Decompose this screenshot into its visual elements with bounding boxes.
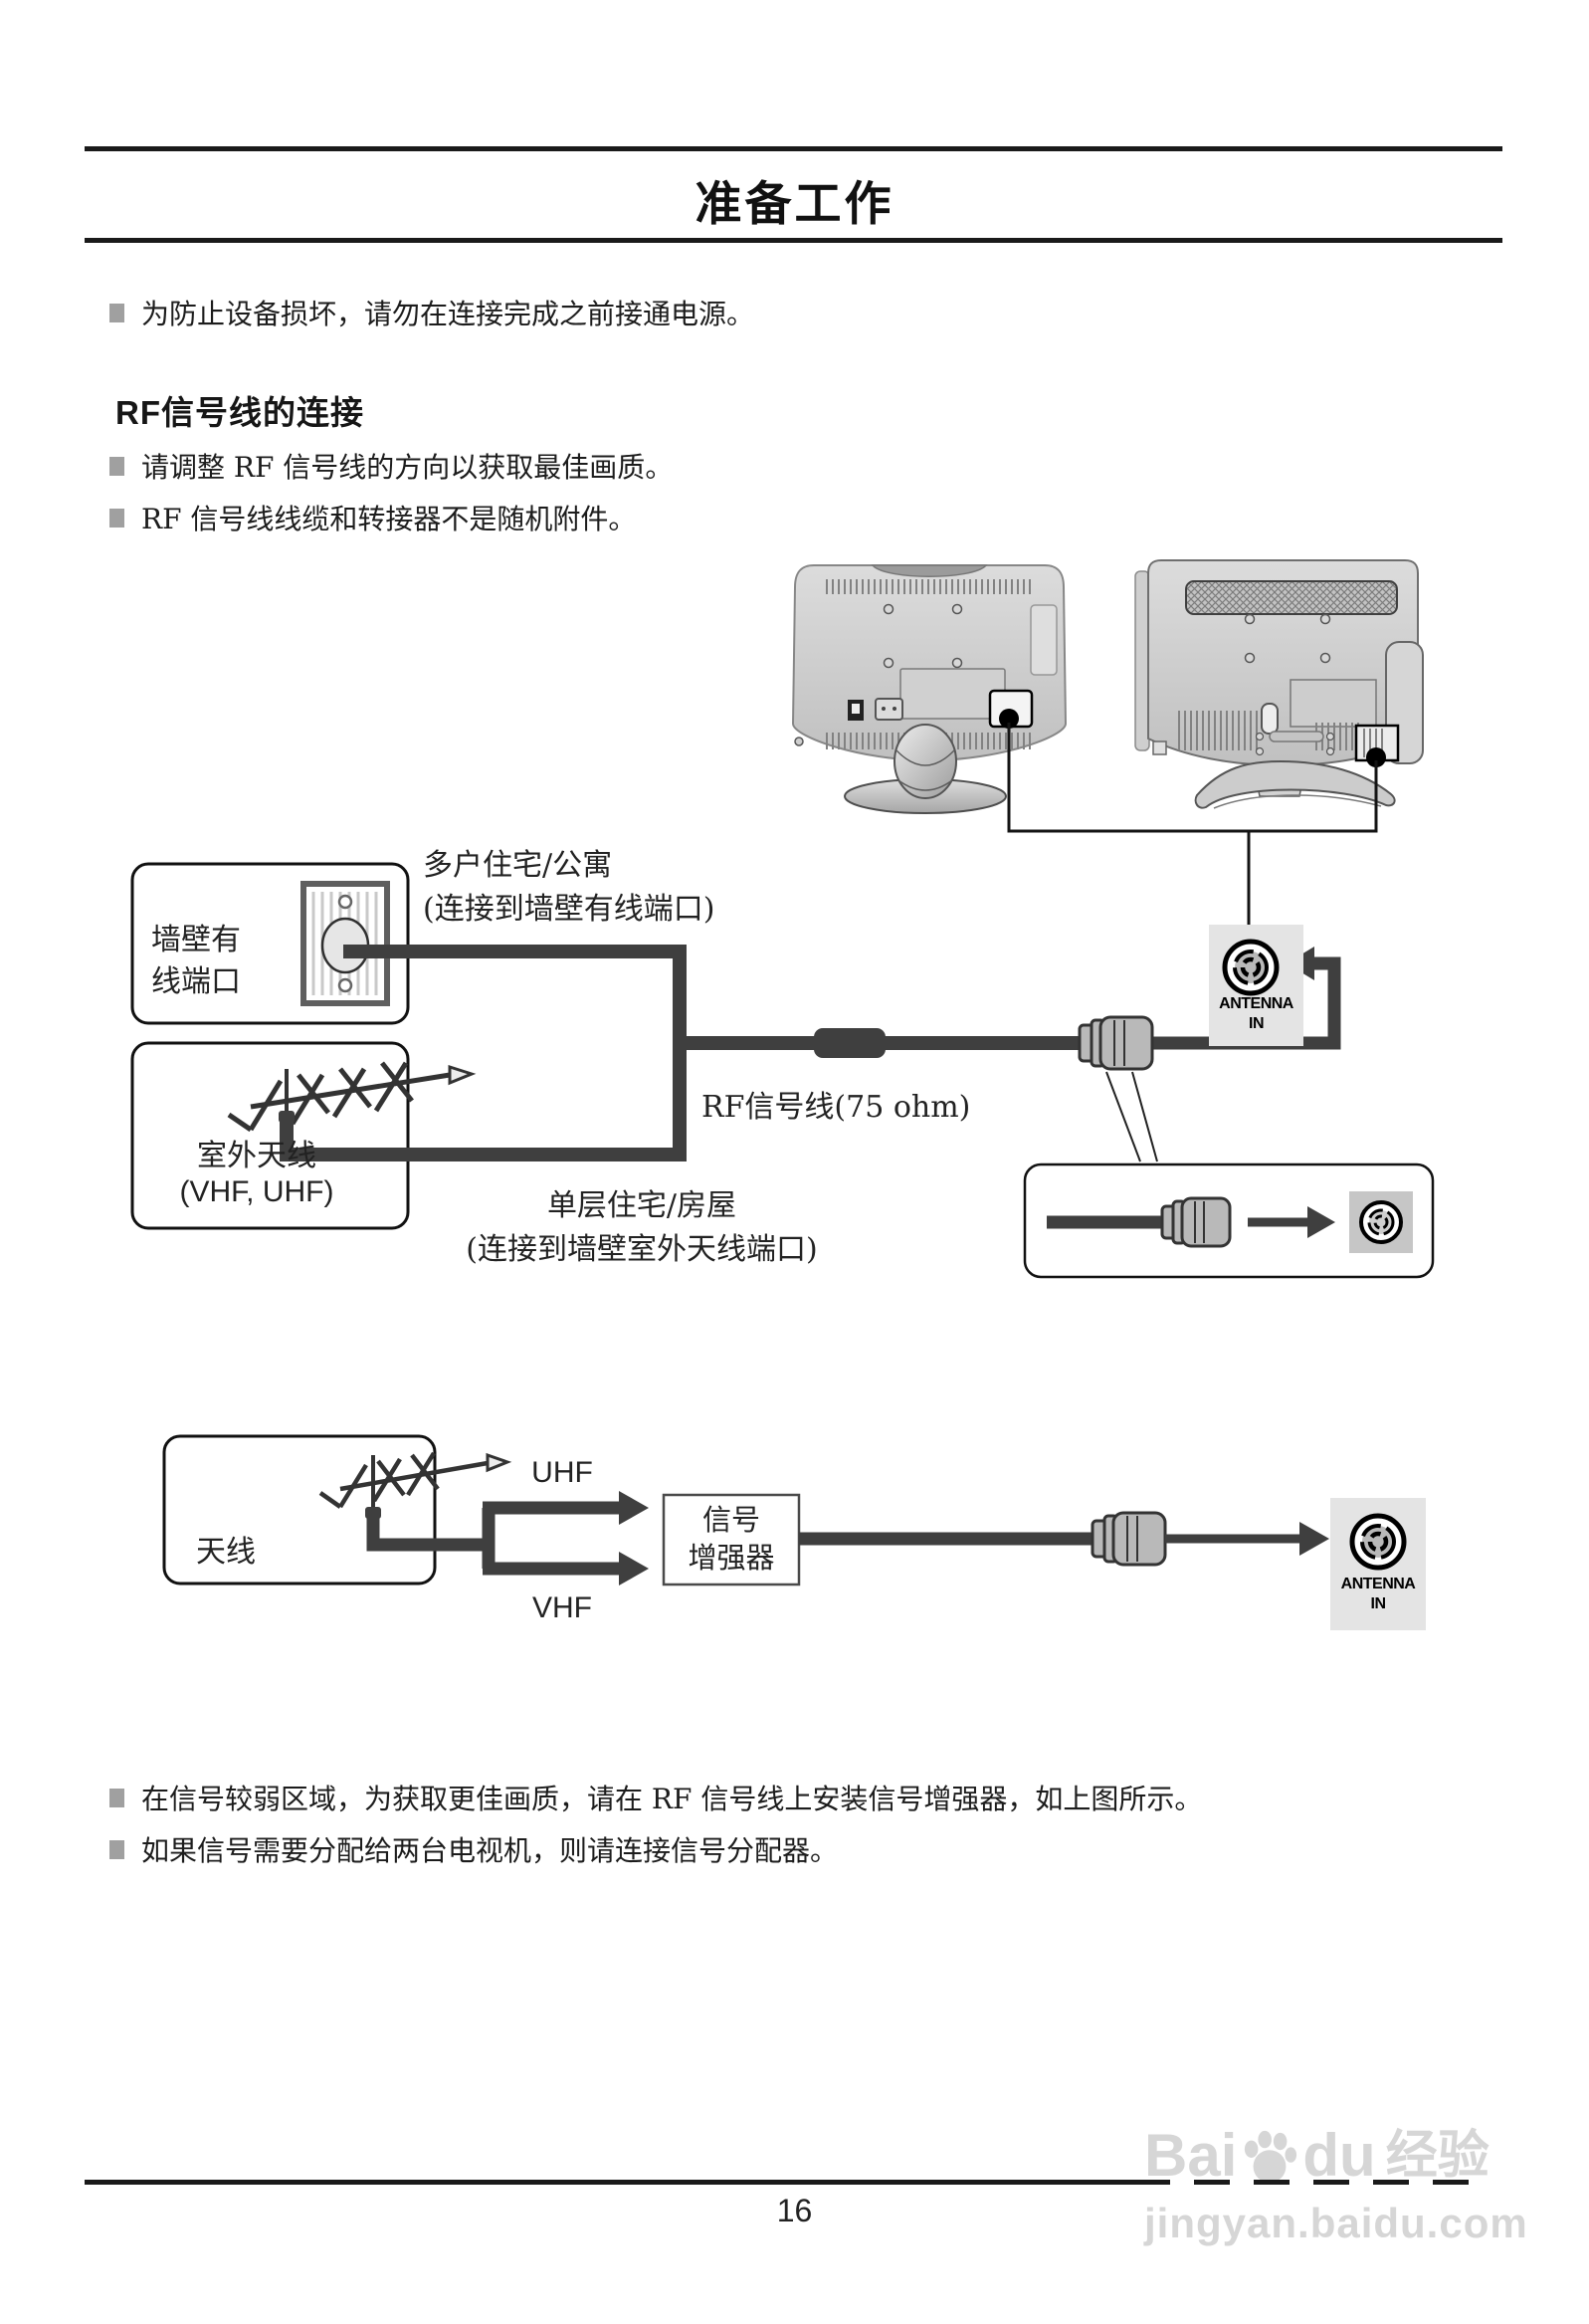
rf-plug-connector-2 bbox=[1091, 1511, 1167, 1567]
watermark-brand-suffix: du bbox=[1302, 2122, 1376, 2189]
coax-socket-icon bbox=[1349, 1513, 1407, 1571]
antenna-box-2 bbox=[162, 1434, 512, 1585]
wall-port-box bbox=[130, 862, 410, 1025]
rf-plug-connector-callout bbox=[1160, 1196, 1232, 1248]
watermark-url: jingyan.baidu.com bbox=[1144, 2200, 1528, 2246]
page-number: 16 bbox=[776, 2193, 813, 2228]
antenna-in-panel-1 bbox=[1209, 925, 1303, 1046]
wall-plate-icon bbox=[300, 881, 390, 1006]
watermark-badge: 经验 bbox=[1385, 2127, 1490, 2185]
connector-callout-box bbox=[1023, 1162, 1435, 1279]
tv-junction-lines bbox=[1007, 723, 1378, 926]
tv-right-antenna-jack bbox=[1354, 724, 1400, 767]
tv-left-antenna-jack bbox=[988, 689, 1034, 729]
tv-left-rear bbox=[791, 564, 1068, 814]
tv-right-rear bbox=[1134, 559, 1424, 809]
uhf-vhf-cables bbox=[366, 1501, 619, 1576]
baidu-logo: Bai du 经验 bbox=[1144, 2126, 1528, 2186]
coax-socket-icon bbox=[1222, 939, 1280, 996]
baidu-paw-icon bbox=[1245, 2130, 1297, 2184]
footer-rule-solid bbox=[85, 2180, 1134, 2185]
vhf-arrowhead bbox=[619, 1552, 649, 1585]
rf-cable-run bbox=[280, 945, 1341, 1162]
arrowhead-into-antenna-in-2 bbox=[1299, 1522, 1329, 1556]
ferrite-bead bbox=[814, 1028, 886, 1058]
yagi-antenna-icon bbox=[318, 1451, 512, 1513]
antenna-in-panel-2 bbox=[1330, 1498, 1426, 1630]
outdoor-antenna-box bbox=[130, 1041, 477, 1230]
watermark-brand-prefix: Bai bbox=[1144, 2122, 1238, 2189]
signal-booster-box bbox=[662, 1493, 801, 1586]
coax-socket-icon bbox=[1359, 1200, 1403, 1244]
yagi-antenna-icon bbox=[227, 1061, 477, 1133]
uhf-arrowhead bbox=[619, 1491, 649, 1525]
rf-plug-connector-1 bbox=[1078, 1015, 1154, 1071]
footer-rule-dashed bbox=[1134, 2180, 1483, 2185]
baidu-watermark: Bai du 经验 jingyan.baidu.com bbox=[1144, 2126, 1528, 2247]
callout-leader-lines bbox=[1105, 1071, 1158, 1162]
